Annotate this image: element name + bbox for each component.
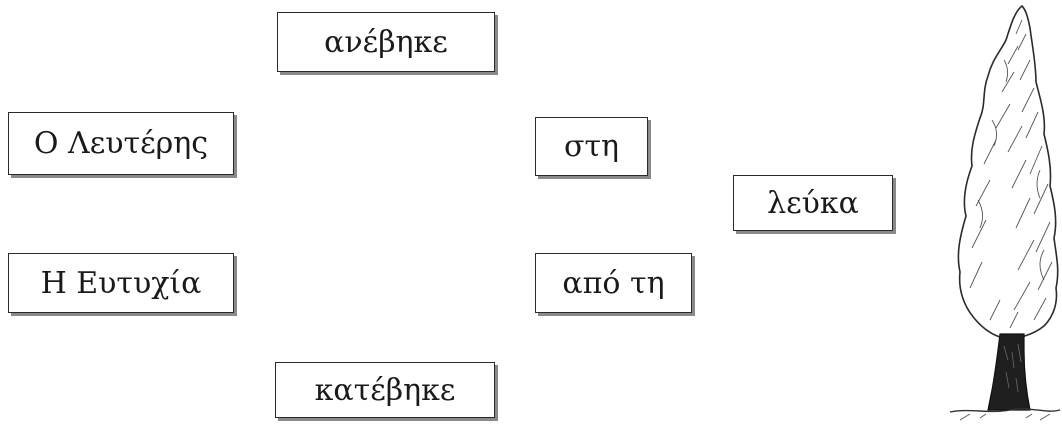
- word-card-sti[interactable]: στη: [535, 117, 648, 176]
- word-card-apo-ti[interactable]: από τη: [535, 253, 692, 313]
- word-card-lefka[interactable]: λεύκα: [733, 175, 893, 231]
- poplar-tree-icon: [949, 4, 1061, 421]
- word-card-label: ανέβηκε: [324, 24, 448, 60]
- word-card-o-lefteris[interactable]: Ο Λευτέρης: [8, 112, 234, 175]
- word-card-label: Ο Λευτέρης: [33, 126, 209, 161]
- word-card-katevike[interactable]: κατέβηκε: [275, 362, 495, 418]
- word-card-i-eftychia[interactable]: Η Ευτυχία: [8, 253, 234, 313]
- word-card-label: από τη: [562, 265, 665, 301]
- word-card-label: κατέβηκε: [314, 372, 456, 408]
- word-card-label: στη: [563, 129, 620, 164]
- word-card-label: λεύκα: [767, 185, 859, 221]
- word-card-label: Η Ευτυχία: [40, 265, 202, 301]
- word-card-anevike[interactable]: ανέβηκε: [277, 12, 495, 72]
